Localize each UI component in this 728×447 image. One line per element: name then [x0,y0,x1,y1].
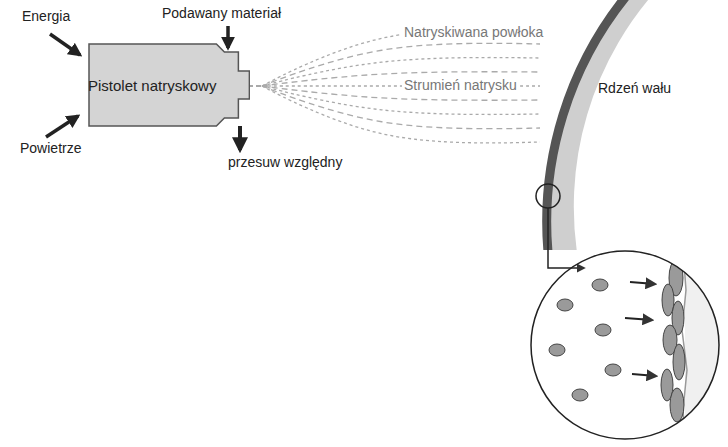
detail-circle [536,184,560,208]
part-label: przesuw względny [228,154,342,171]
spray-plume [262,29,540,143]
part-label: Podawany materiał [162,5,281,22]
air-arrow [46,116,78,137]
part-label: Strumień natrysku [402,77,519,94]
detail-leader [548,208,584,268]
spray-gun: Pistolet natryskowy [88,43,250,127]
feed-arrow [226,26,230,48]
zoom-detail [549,250,728,447]
part-label: Natryskiwana powłoka [402,24,545,41]
traverse-arrow [238,126,242,150]
shaft [547,0,666,250]
zoom-circle [531,251,719,439]
part-label: Energia [22,8,70,25]
gun-label: Pistolet natryskowy [88,77,216,94]
part-label: Rdzeń wału [598,80,671,97]
energy-arrow [50,34,80,55]
part-label: Powietrze [20,140,81,157]
